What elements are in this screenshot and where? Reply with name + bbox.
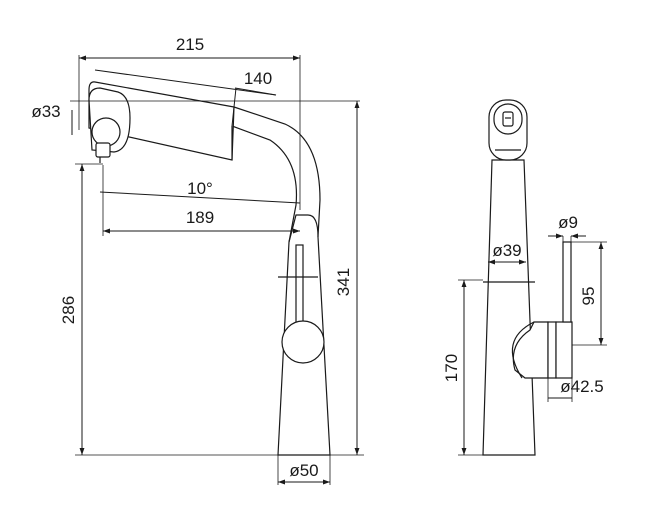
side-lever xyxy=(278,244,325,364)
spray-head xyxy=(88,87,131,163)
svg-text:ø39: ø39 xyxy=(492,241,521,260)
dim-spray-head-dia: ø33 xyxy=(31,100,360,135)
dim-body-dia: ø39 xyxy=(488,241,526,265)
svg-text:ø9: ø9 xyxy=(558,213,578,232)
dim-spout-height: 286 xyxy=(59,163,278,456)
dim-lever-base-height: 170 xyxy=(442,279,483,456)
front-lever xyxy=(511,241,573,379)
svg-text:140: 140 xyxy=(244,69,272,88)
svg-text:10°: 10° xyxy=(187,179,213,198)
svg-text:170: 170 xyxy=(442,354,461,382)
dim-base-dia: ø50 xyxy=(277,455,331,485)
dim-total-height: 341 xyxy=(330,101,364,456)
front-body xyxy=(482,159,536,456)
dim-lever-dia: ø9 xyxy=(548,213,586,242)
svg-text:ø42.5: ø42.5 xyxy=(560,377,603,396)
dim-handle-pull: 140 xyxy=(94,69,277,127)
svg-text:ø33: ø33 xyxy=(31,102,60,121)
front-view: ø9 ø39 95 170 ø42.5 xyxy=(442,99,607,456)
dim-spout-reach: 189 xyxy=(102,165,300,236)
side-view: 215 140 ø33 10° 189 xyxy=(31,35,364,485)
front-spray-head xyxy=(488,99,528,161)
spout-arch xyxy=(231,125,298,243)
svg-text:286: 286 xyxy=(59,296,78,324)
dim-overall-reach: 215 xyxy=(78,35,301,210)
spout-arch-outer xyxy=(233,106,321,238)
dim-lever-knob-dia: ø42.5 xyxy=(547,377,604,402)
dim-lever-length: 95 xyxy=(571,241,607,346)
svg-text:341: 341 xyxy=(334,268,353,296)
svg-text:189: 189 xyxy=(186,208,214,227)
svg-text:215: 215 xyxy=(176,35,204,54)
svg-text:95: 95 xyxy=(579,287,598,306)
dim-angle: 10° xyxy=(99,179,301,204)
svg-text:ø50: ø50 xyxy=(289,461,318,480)
